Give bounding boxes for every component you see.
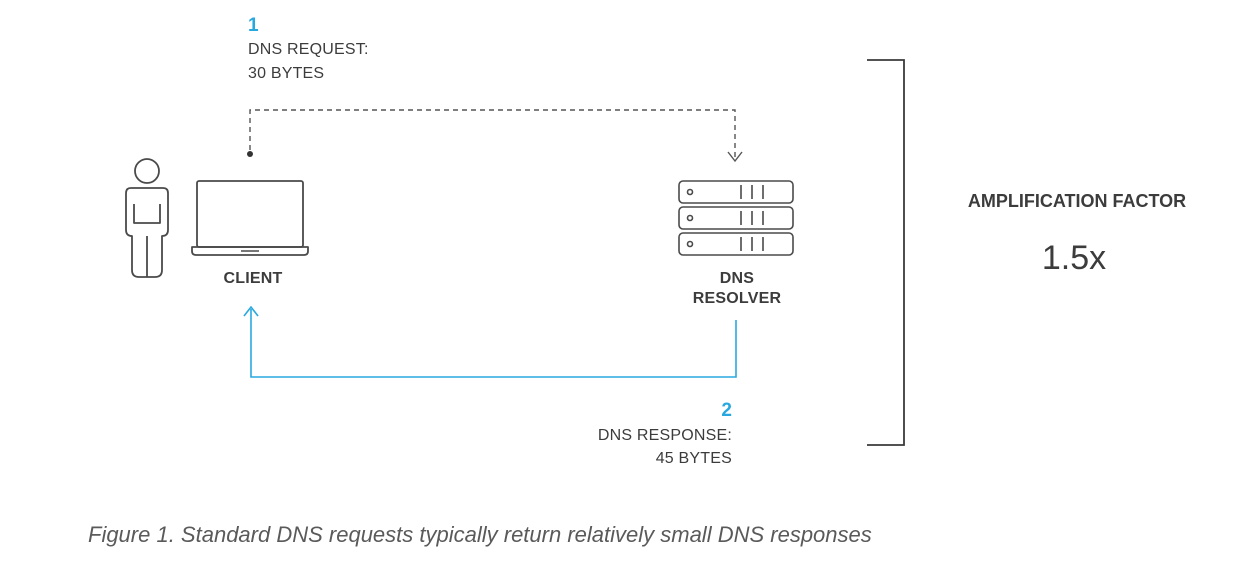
- amplification-title: AMPLIFICATION FACTOR: [968, 191, 1186, 211]
- server-icon: [678, 180, 794, 256]
- request-label: DNS REQUEST:: [248, 41, 369, 58]
- response-size: 45 BYTES: [656, 450, 732, 467]
- figure-caption: Figure 1. Standard DNS requests typicall…: [88, 522, 872, 547]
- response-arrow: [243, 305, 737, 378]
- resolver-label-line1: DNS: [720, 270, 755, 287]
- laptop-icon: [191, 180, 309, 256]
- response-step-number: 2: [721, 400, 732, 421]
- client-label: CLIENT: [224, 270, 283, 287]
- person-icon: [125, 158, 169, 278]
- response-label: DNS RESPONSE:: [598, 427, 732, 444]
- request-step-number: 1: [248, 15, 259, 36]
- request-arrow: [247, 109, 743, 163]
- bracket: [867, 59, 905, 446]
- request-size: 30 BYTES: [248, 65, 324, 82]
- amplification-value: 1.5x: [1042, 239, 1106, 277]
- resolver-label-line2: RESOLVER: [693, 290, 782, 307]
